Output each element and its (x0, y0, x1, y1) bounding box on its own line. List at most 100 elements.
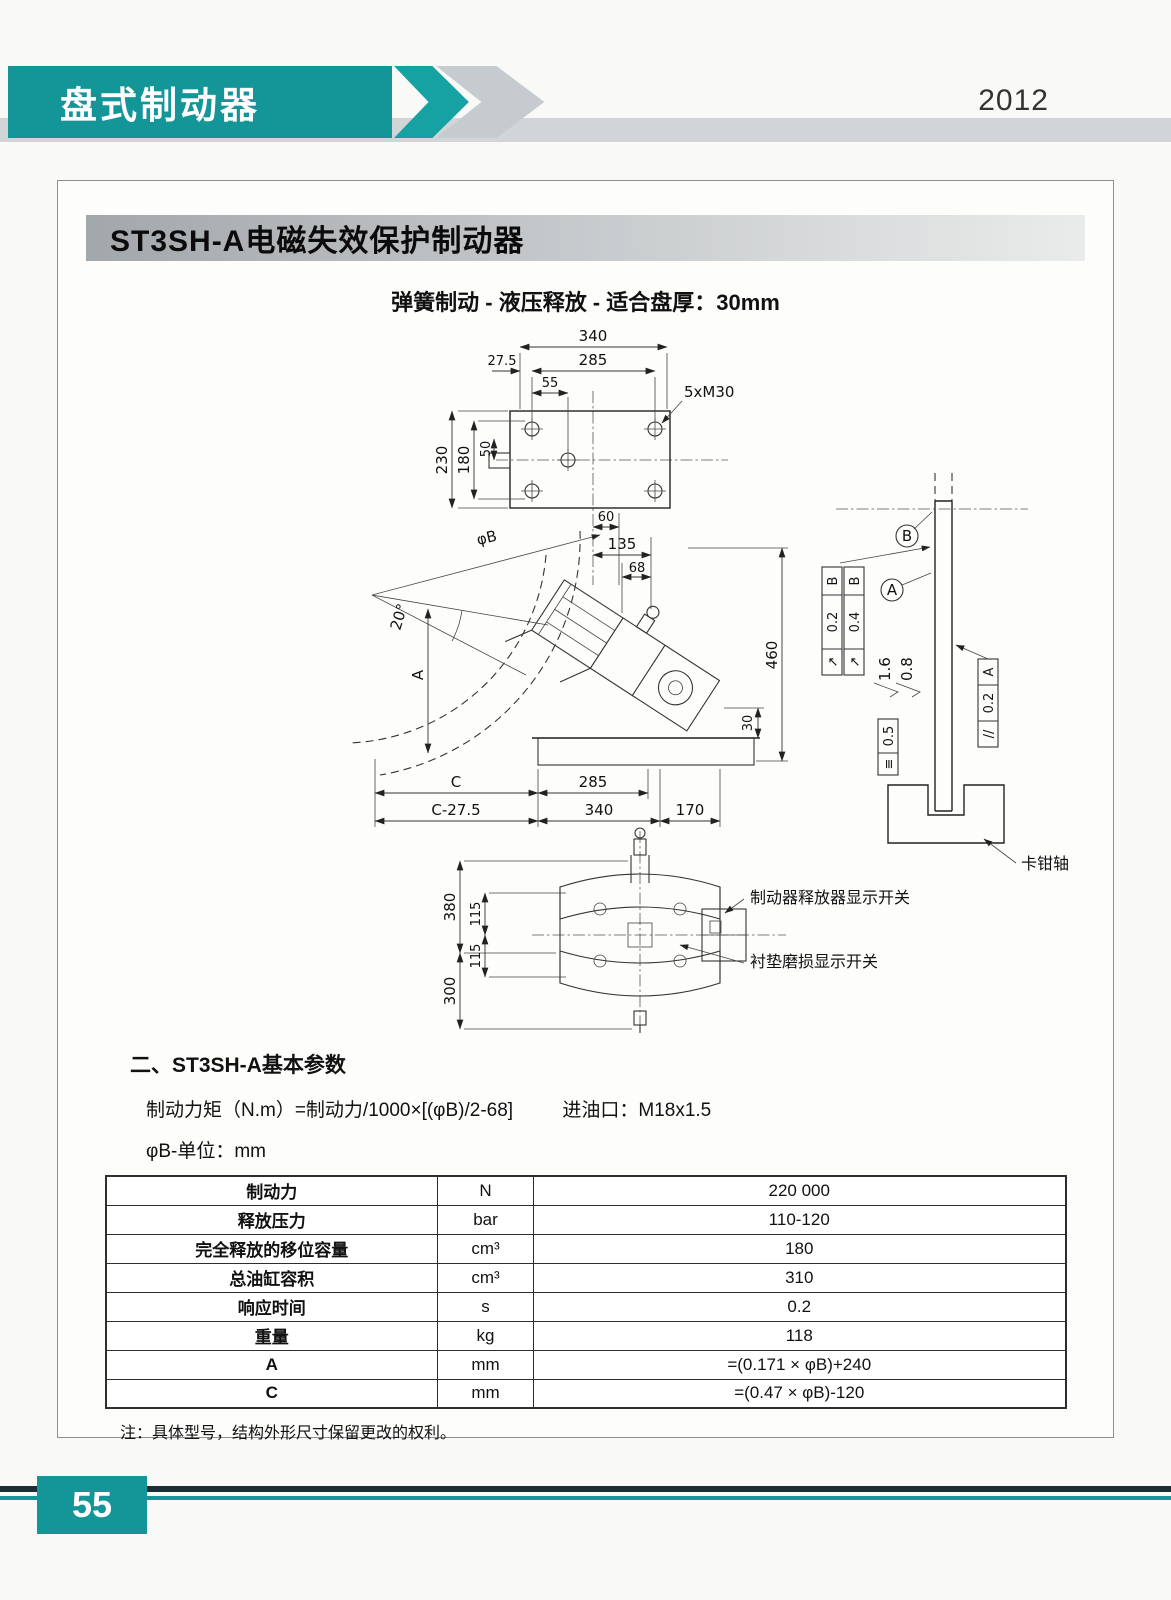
dim-20deg-label: 20° (386, 601, 411, 632)
header-title-box: 盘式制动器 (8, 66, 392, 138)
surface-finish-0-8: 0.8 (898, 657, 916, 681)
torque-formula: 制动力矩（N.m）=制动力/1000×[(φB)/2-68] (146, 1100, 514, 1121)
value-cell: 0.2 (533, 1291, 1066, 1322)
unit-cell: cm³ (437, 1262, 534, 1293)
dim-60-label: 60 (597, 510, 614, 525)
product-title: ST3SH-A电磁失效保护制动器 (110, 225, 525, 258)
value-cell: 180 (533, 1233, 1066, 1264)
value-cell: =(0.171 × φB)+240 (533, 1349, 1066, 1380)
table-row: 重量 kg 118 (105, 1320, 1066, 1351)
dim-top-340-label: 340 (578, 327, 607, 345)
dim-460-label: 460 (763, 641, 781, 670)
dim-phi-b-label: φB (474, 527, 498, 549)
table-row: 总油缸容积 cm³ 310 (105, 1262, 1066, 1293)
dim-c-27-5-label: C-27.5 (431, 801, 480, 819)
dim-a-label: A (409, 669, 427, 680)
unit-cell: N (437, 1175, 534, 1206)
unit-cell: mm (437, 1378, 534, 1409)
runout-datum: B (826, 577, 841, 586)
tolerance-frame-symmetry: ≡ 0.5 (876, 718, 899, 776)
drawing-top-view: 340 285 27.5 55 230 (433, 327, 734, 613)
page-title: 盘式制动器 (60, 85, 260, 126)
dim-115-lower-label: 115 (469, 944, 484, 969)
surface-finish-1-6: 1.6 (876, 657, 894, 681)
dim-30-label: 30 (741, 715, 756, 732)
parallelism-symbol: // (982, 729, 997, 738)
table-row: 制动力 N 220 000 (105, 1175, 1066, 1206)
value-cell: 310 (533, 1262, 1066, 1293)
symmetry-value: 0.5 (882, 726, 897, 747)
technical-drawing: 340 285 27.5 55 230 (80, 323, 1092, 1035)
dim-135-label: 135 (607, 535, 636, 553)
parallelism-value: 0.2 (982, 693, 997, 714)
release-switch-label: 制动器释放器显示开关 (750, 889, 910, 907)
dim-27-5-label: 27.5 (487, 354, 516, 369)
unit-cell: cm³ (437, 1233, 534, 1264)
param-cell: 释放压力 (105, 1204, 438, 1235)
surface-finish-marks: 1.6 0.8 (873, 657, 921, 698)
caliper-axis-label: 卡钳轴 (1021, 855, 1069, 873)
page-number-box: 55 (37, 1476, 147, 1534)
value-cell: 220 000 (533, 1175, 1066, 1206)
dim-c-label: C (450, 773, 460, 791)
dim-180-label: 180 (455, 446, 473, 475)
param-cell: A (105, 1349, 438, 1380)
dim-300-label: 300 (441, 977, 459, 1006)
param-cell: 重量 (105, 1320, 438, 1351)
footnote: 注：具体型号，结构外形尺寸保留更改的权利。 (120, 1425, 457, 1442)
product-title-bar: ST3SH-A电磁失效保护制动器 (86, 215, 1085, 261)
dim-115-upper-label: 115 (469, 902, 484, 927)
dim-170-label: 170 (675, 801, 704, 819)
caliper-assembly (504, 579, 720, 732)
table-row: C mm =(0.47 × φB)-120 (105, 1378, 1066, 1409)
datum-a-label: A (886, 581, 897, 599)
runout-datum: B (848, 577, 863, 586)
table-row: 响应时间 s 0.2 (105, 1291, 1066, 1322)
engineering-drawing-svg: 340 285 27.5 55 230 (347, 327, 1069, 1033)
unit-cell: kg (437, 1320, 534, 1351)
value-cell: =(0.47 × φB)-120 (533, 1378, 1066, 1409)
runout-symbol: ↗ (826, 657, 841, 668)
runout-value: 0.4 (848, 612, 863, 633)
disc-ground-hatch (536, 737, 755, 766)
unit-cell: s (437, 1291, 534, 1322)
drawing-side-view: φB 20° A (347, 527, 788, 827)
unit-cell: mm (437, 1349, 534, 1380)
datum-b-label: B (901, 527, 911, 545)
tolerance-frame-runout-2: ↗ 0.4 B (842, 566, 865, 676)
drawing-front-view: 380 300 115 115 制动器释放器显示开关 衬垫磨损显示开关 (441, 827, 910, 1033)
tolerance-frame-parallelism: // 0.2 A (976, 658, 999, 748)
dim-bot-285-label: 285 (578, 773, 607, 791)
param-cell: 制动力 (105, 1175, 438, 1206)
dim-bot-340-label: 340 (584, 801, 613, 819)
bolt-spec-label: 5xM30 (684, 383, 734, 401)
value-cell: 110-120 (533, 1204, 1066, 1235)
symmetry-symbol: ≡ (882, 759, 897, 770)
header-year: 2012 (978, 84, 1049, 117)
runout-symbol: ↗ (848, 657, 863, 668)
caliper-shaft-block (886, 784, 1005, 844)
formula-line: 制动力矩（N.m）=制动力/1000×[(φB)/2-68] 进油口：M18x1… (146, 1095, 1113, 1122)
dim-50-label: 50 (479, 441, 494, 458)
table-row: 释放压力 bar 110-120 (105, 1204, 1066, 1235)
param-cell: 响应时间 (105, 1291, 438, 1322)
unit-cell: bar (437, 1204, 534, 1235)
page-number: 55 (71, 1484, 113, 1525)
wear-switch-label: 衬垫磨损显示开关 (750, 953, 878, 971)
dim-55-label: 55 (541, 376, 558, 391)
parameters-table: 制动力 N 220 000 释放压力 bar 110-120 完全释放的移位容量… (104, 1175, 1067, 1409)
param-cell: 完全释放的移位容量 (105, 1233, 438, 1264)
param-cell: C (105, 1378, 438, 1409)
content-box: ST3SH-A电磁失效保护制动器 弹簧制动 - 液压释放 - 适合盘厚：30mm (57, 180, 1114, 1442)
table-row: 完全释放的移位容量 cm³ 180 (105, 1233, 1066, 1264)
value-cell: 118 (533, 1320, 1066, 1351)
unit-note: φB-单位：mm (146, 1141, 266, 1162)
dim-380-label: 380 (441, 893, 459, 922)
drawing-disc-section: B A ↗ 0.2 B (820, 473, 1069, 873)
footer-rule-dark (0, 1486, 1171, 1492)
dim-230-label: 230 (433, 446, 451, 475)
tolerance-frame-runout-1: ↗ 0.2 B (820, 566, 843, 676)
footer-rule-teal (0, 1496, 1171, 1500)
subtitle: 弹簧制动 - 液压释放 - 适合盘厚：30mm (391, 290, 780, 315)
